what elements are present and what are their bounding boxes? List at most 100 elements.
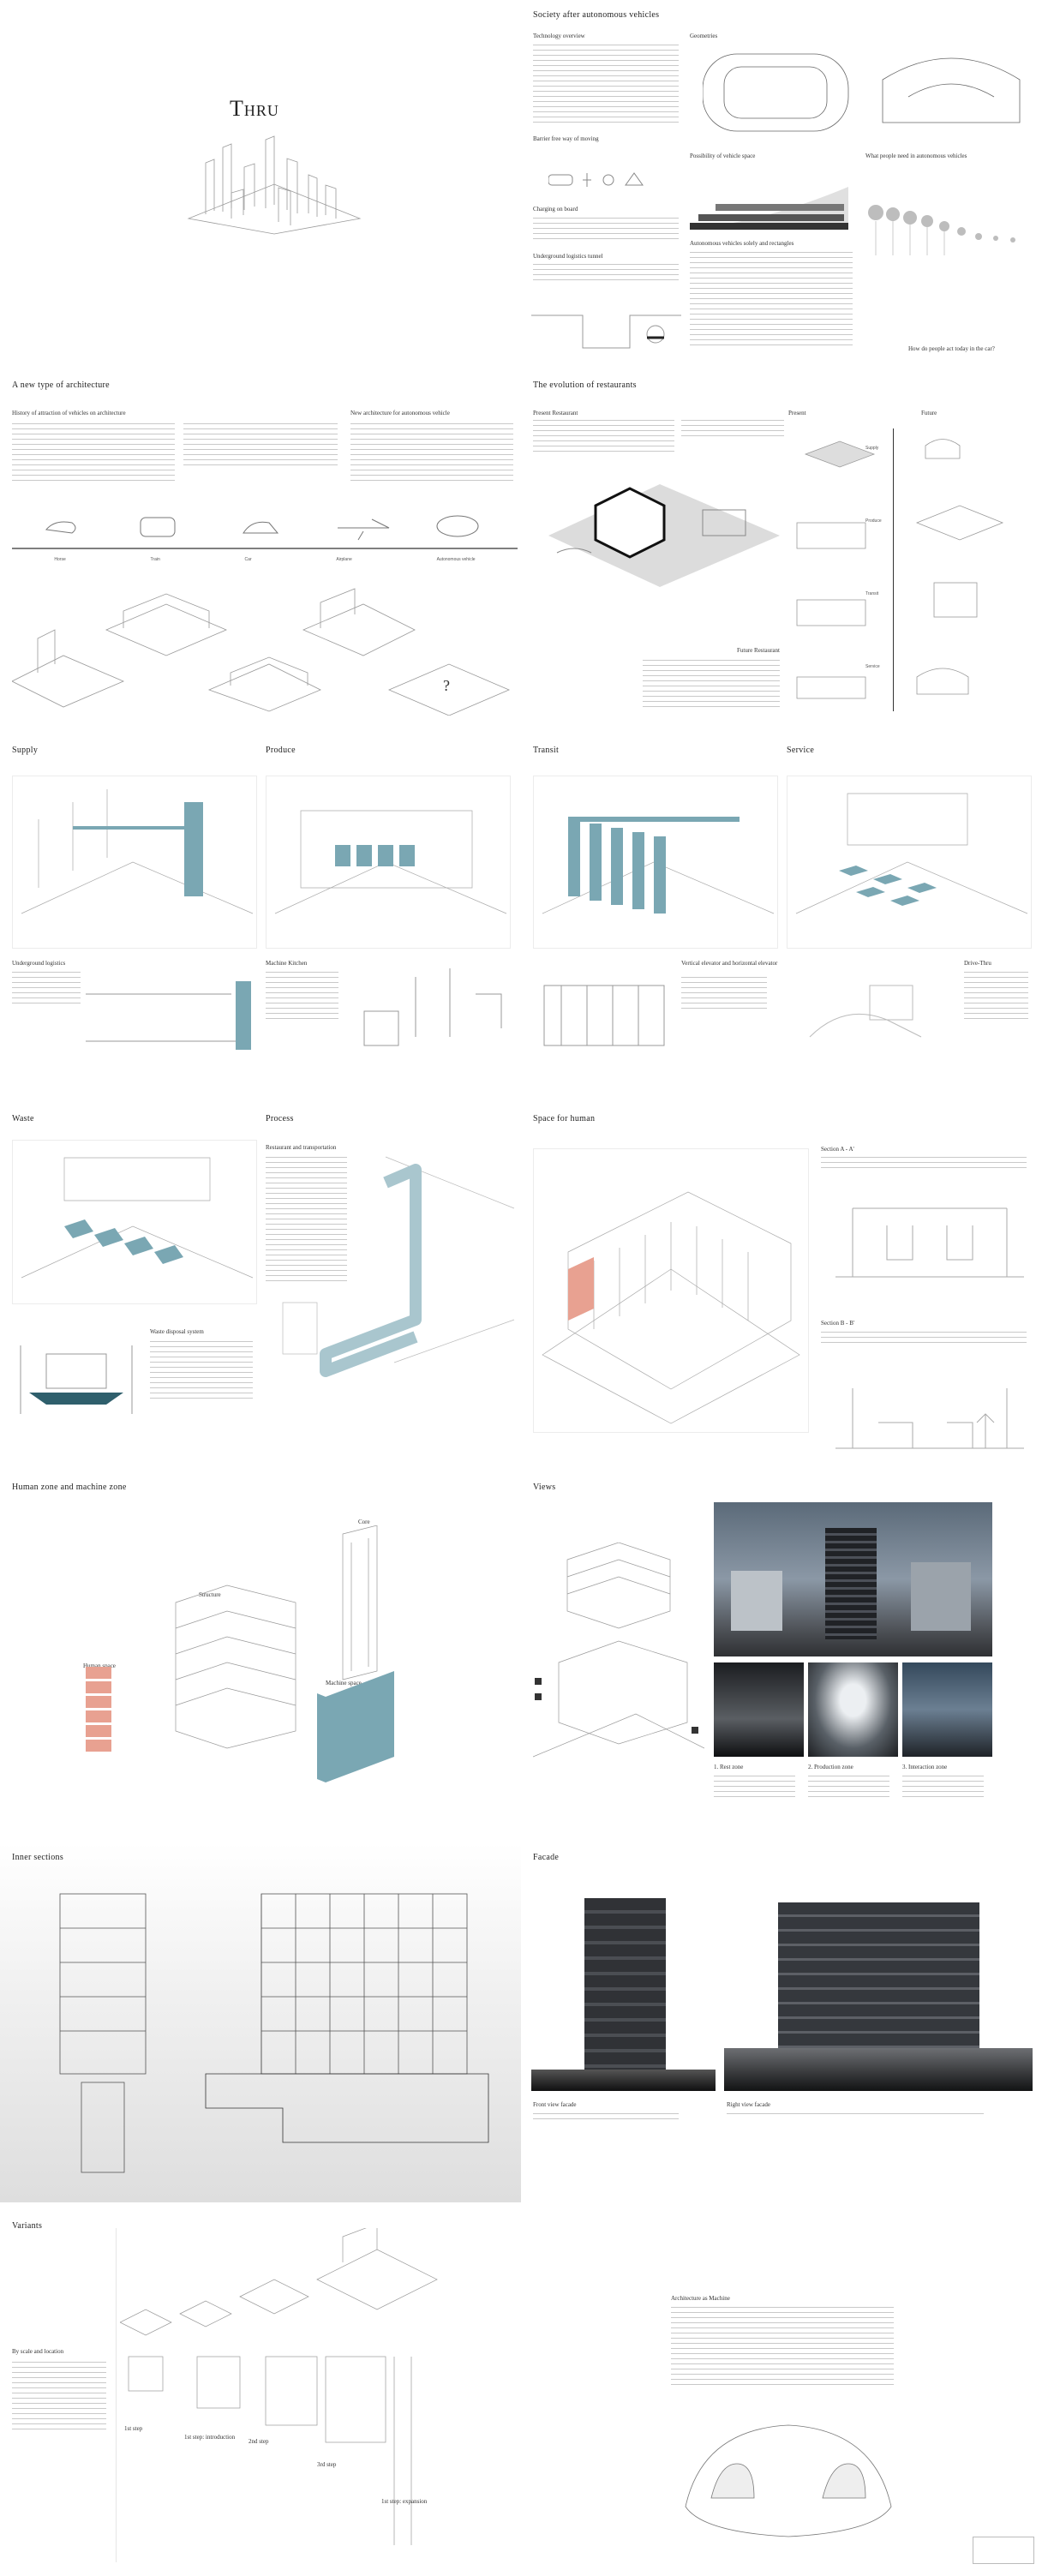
paragraph [821,1332,1027,1344]
present-restaurant-drawing [548,484,780,587]
kitchen-detail [363,968,502,1046]
subheading: History of attraction of vehicles on arc… [12,410,126,416]
waste-axonometric [12,1140,257,1304]
section-drawings [59,1893,489,2173]
subheading: How do people act today in the car? [908,345,995,352]
timeline-label: Horse [54,557,66,562]
vehicle-perspective [685,2424,892,2537]
label: Structure [199,1591,221,1598]
variant-label: 3rd step [317,2461,337,2468]
evolution-drawings [796,439,1004,699]
render-main [714,1502,992,1656]
restaurants-panel: The evolution of restaurants Present Res… [531,377,1037,720]
subheading: Present Restaurant [533,410,578,416]
human-space-axonometric [533,1148,809,1433]
paragraph [964,972,1028,1023]
inner-sections-panel: Inner sections [0,1842,521,2202]
section-title: Facade [533,1853,560,1862]
paragraph [12,972,81,1006]
architecture-type-drawings [12,588,511,716]
city-blocks-illustration [187,135,362,235]
timeline-label: Train [150,557,160,562]
paragraph [681,977,767,1011]
timeline-label: Airplane [336,557,352,562]
front-facade-ground [531,2070,716,2091]
needs-bubble-chart [868,205,1015,255]
paragraph [671,2307,894,2388]
produce-axonometric [266,776,511,949]
render-interaction-zone [902,1662,992,1757]
section-title: Space for human [533,1114,596,1123]
subheading: By scale and location [12,2348,64,2355]
caption: Front view facade [533,2101,577,2108]
elevator-section [543,985,665,1046]
subheading: Drive-Thru [964,960,991,967]
supply-axonometric [12,776,257,949]
service-axonometric [787,776,1032,949]
section-title: Supply [12,746,39,755]
render-production-zone [808,1662,898,1757]
subheading: Barrier free way of moving [533,135,599,142]
evolution-axis [893,428,894,711]
caption: Right view facade [727,2101,770,2108]
section-a-drawing [835,1207,1024,1278]
front-facade [584,1898,666,2070]
title-panel: Thru [0,0,521,368]
section-title: Service [787,746,815,755]
zone-exploded-axonometric [86,1525,394,1782]
vehicle-geometry-drawings [703,53,1021,132]
subheading: Future Restaurant [737,647,780,654]
title-block [973,2537,1034,2564]
transit-axonometric [533,776,778,949]
section-title: Produce [266,746,296,755]
timeline-label: Car [244,557,252,562]
label: Human space [83,1662,116,1669]
paragraph [12,2362,106,2430]
views-axonometric [533,1543,704,1758]
question-mark: ? [443,677,450,694]
render-rest-zone [714,1662,804,1757]
supply-section [86,981,251,1050]
paragraph [150,1341,253,1401]
subheading: New architecture for autonomous vehicle [350,410,450,416]
variant-label: 1st step [124,2425,143,2432]
paragraph [690,252,853,346]
paragraph [183,423,338,466]
variant-label: 1st step: expansion [381,2498,428,2505]
machine-panel: Architecture as Machine [531,2211,1037,2571]
subheading: Section A - A' [821,1146,854,1153]
paragraph [533,45,679,126]
section-title: Process [266,1114,294,1123]
stage-label: Service [865,664,880,669]
process-axonometric [282,1156,515,1377]
subheading: Machine Kitchen [266,960,308,967]
subheading: Possibility of vehicle space [690,153,756,159]
subheading: Underground logistics tunnel [533,253,603,260]
stage-label: Transit [865,591,879,596]
variant-label: 2nd step [249,2438,269,2445]
section-title: Transit [533,746,560,755]
paragraph [533,420,674,456]
paragraph [350,423,513,483]
caption: 3. Interaction zone [902,1764,948,1770]
section-title: A new type of architecture [12,380,110,390]
paragraph [533,264,679,285]
paragraph [533,218,679,243]
subheading: Underground logistics [12,960,66,967]
timeline-label: Autonomous vehicle [436,557,476,562]
subheading: Technology overview [533,33,585,39]
variant-drawings [120,2228,438,2545]
section-title: Inner sections [12,1853,64,1862]
right-facade-ground [724,2048,1033,2091]
section-b-drawing [835,1388,1024,1449]
paragraph [714,1776,795,1801]
subheading: Geometries [690,33,718,39]
subheading: Waste disposal system [150,1328,204,1335]
tunnel-diagram [531,315,681,349]
subheading: Restaurant and transportation [266,1144,337,1151]
caption: 2. Production zone [808,1764,853,1770]
paragraph [727,2113,984,2118]
paragraph [821,1157,1027,1172]
section-title: Views [533,1483,556,1492]
stage-label: Supply [865,446,879,451]
